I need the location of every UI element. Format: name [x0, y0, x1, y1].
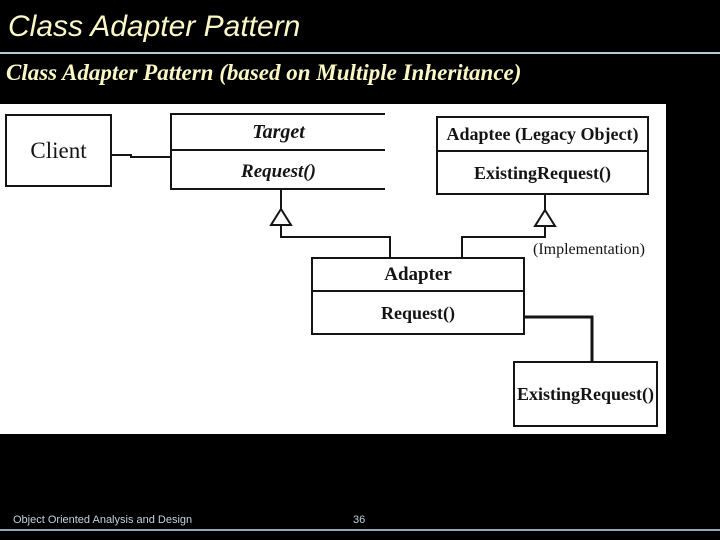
- method-target-request: Request(): [241, 160, 316, 182]
- class-name-adapter: Adapter: [313, 259, 523, 292]
- class-name-target: Target: [172, 115, 385, 151]
- note-box-label: ExistingRequest(): [516, 383, 654, 404]
- footer-divider-line: [0, 529, 720, 531]
- class-name-adaptee: Adaptee (Legacy Object): [438, 118, 647, 152]
- slide-title: Class Adapter Pattern: [8, 10, 301, 43]
- method-adaptee-existingrequest: ExistingRequest(): [473, 163, 611, 183]
- class-box-client: Client: [5, 114, 112, 187]
- note-box-existingrequest: ExistingRequest(): [513, 361, 658, 427]
- class-box-adaptee: Adaptee (Legacy Object) ExistingRequest(…: [436, 116, 649, 195]
- method-adapter-request: Request(): [381, 303, 455, 323]
- footer-course-name: Object Oriented Analysis and Design: [13, 514, 193, 526]
- class-box-target: Target Request(): [170, 113, 385, 190]
- slide-subtitle: Class Adapter Pattern (based on Multiple…: [6, 60, 522, 85]
- class-box-adapter: Adapter Request(): [311, 257, 525, 335]
- title-divider-line: [0, 52, 720, 54]
- class-name-client: Client: [30, 137, 87, 163]
- uml-diagram-panel: Client Target Request() Adaptee (Legacy …: [0, 104, 666, 434]
- footer-page-number: 36: [353, 514, 366, 526]
- implementation-annotation: (Implementation): [533, 241, 645, 258]
